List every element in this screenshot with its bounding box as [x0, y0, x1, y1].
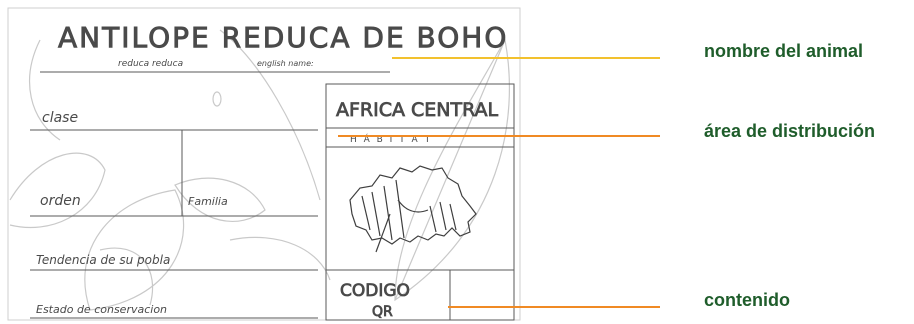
field-clase: clase — [42, 110, 78, 126]
field-orden: orden — [40, 193, 81, 209]
callout-label-area: área de distribución — [704, 121, 875, 142]
code-label: CODIGO — [340, 281, 410, 301]
card-title: ANTILOPE REDUCA DE BOHO — [58, 21, 508, 54]
region-name: AFRICA CENTRAL — [336, 99, 499, 121]
card-subtitle-left: reduca reduca — [118, 59, 183, 69]
callout-label-content: contenido — [704, 290, 790, 311]
field-familia: Familia — [188, 195, 228, 208]
sketch-card: ANTILOPE REDUCA DE BOHO reduca reduca en… — [0, 0, 660, 324]
field-estado: Estado de conservacion — [36, 303, 167, 316]
habitat-label: H Á B I T A T — [350, 133, 432, 145]
callout-label-name: nombre del animal — [704, 41, 863, 62]
code-qr: QR — [372, 304, 393, 320]
field-tendencia: Tendencia de su pobla — [36, 253, 170, 267]
card-subtitle-right: english name: — [257, 59, 314, 68]
